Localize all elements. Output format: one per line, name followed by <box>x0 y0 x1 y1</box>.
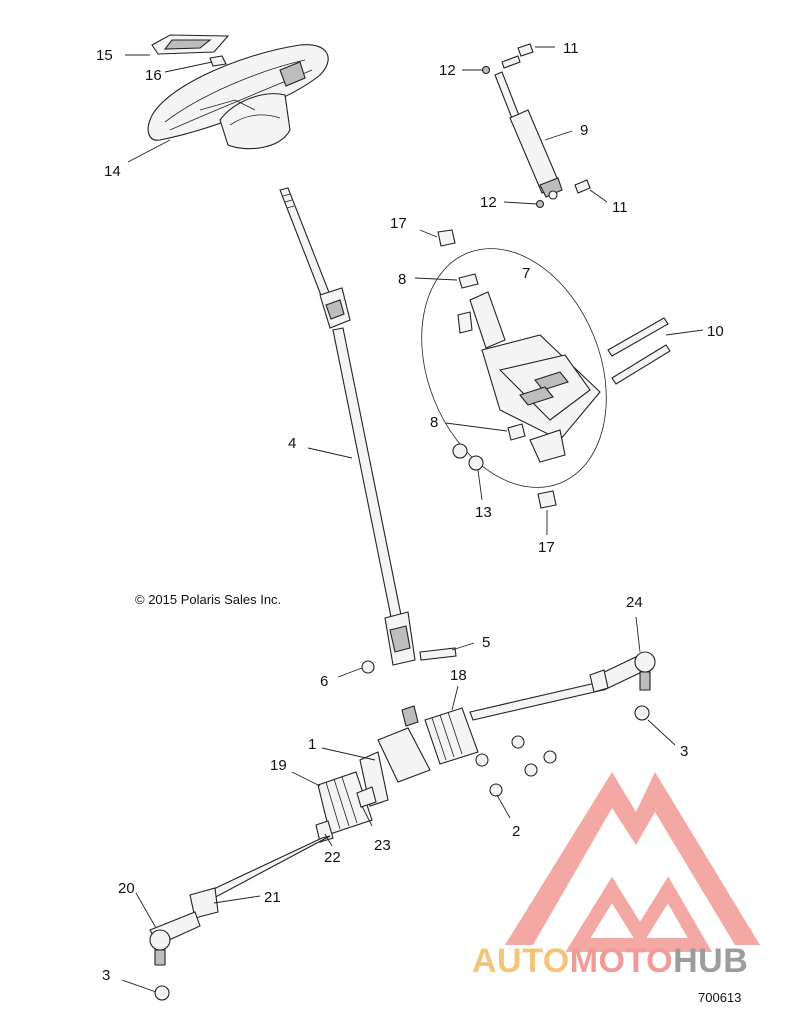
callout-8-upper: 8 <box>398 271 406 288</box>
steering-wheel <box>147 44 329 150</box>
tie-rod-end-right <box>597 651 656 691</box>
watermark-hub: HUB <box>673 942 748 980</box>
tie-rod-left <box>149 835 331 946</box>
watermark-auto: AUTO <box>472 942 570 980</box>
callout-14: 14 <box>104 163 121 180</box>
callout-8-lower: 8 <box>430 414 438 431</box>
spacer-upper <box>437 229 456 247</box>
damper-nut-upper <box>481 65 491 75</box>
callout-11-upper: 11 <box>563 40 579 57</box>
copyright-text: © 2015 Polaris Sales Inc. <box>135 592 281 607</box>
callout-21: 21 <box>264 889 281 906</box>
callout-13: 13 <box>475 504 492 521</box>
bracket-bolts <box>607 317 671 385</box>
callout-17-upper: 17 <box>390 215 407 232</box>
callout-labels: 15 16 14 11 12 9 12 11 17 7 8 10 8 13 17… <box>96 40 741 1005</box>
callout-4: 4 <box>288 435 296 452</box>
steering-damper <box>494 71 563 200</box>
bracket-bushing-lower <box>507 423 526 441</box>
callout-12-upper: 12 <box>439 62 456 79</box>
callout-3-left: 3 <box>102 967 110 984</box>
rack-boot-left <box>317 771 373 835</box>
callout-24: 24 <box>626 594 643 611</box>
damper-bolt-upper <box>501 43 534 69</box>
pinch-nut <box>361 660 375 674</box>
callout-9: 9 <box>580 122 588 139</box>
callout-23: 23 <box>374 837 391 854</box>
svg-text:AUTOMOTOHUB: AUTOMOTOHUB <box>472 942 748 980</box>
support-bracket-group-outline <box>421 248 607 488</box>
pinch-bolt <box>419 647 457 661</box>
callout-7: 7 <box>522 265 530 282</box>
support-bracket <box>457 291 601 463</box>
callout-15: 15 <box>96 47 113 64</box>
callout-12-lower: 12 <box>480 194 497 211</box>
leader-lines <box>121 46 704 993</box>
callout-11-lower: 11 <box>612 199 628 216</box>
tie-rod-end-left <box>149 929 171 966</box>
spacer-lower <box>537 490 557 509</box>
boot-clamp-right <box>356 786 377 808</box>
callout-22: 22 <box>324 849 341 866</box>
callout-17-lower: 17 <box>538 539 555 556</box>
cap-insert <box>209 55 227 67</box>
steering-shaft <box>279 187 416 666</box>
callout-6: 6 <box>320 673 328 690</box>
callout-16: 16 <box>145 67 162 84</box>
automotohub-watermark: AUTOMOTOHUB <box>472 772 760 980</box>
callout-18: 18 <box>450 667 467 684</box>
bracket-bushing-upper <box>458 273 479 289</box>
callout-10: 10 <box>707 323 724 340</box>
flange-nuts <box>452 443 484 471</box>
document-number: 700613 <box>698 990 741 1005</box>
callout-5: 5 <box>482 634 490 651</box>
callout-3-right: 3 <box>680 743 688 760</box>
rack-mount-nuts <box>475 735 557 797</box>
tie-rod-nut-right <box>634 705 650 721</box>
steering-wheel-cap <box>151 34 230 55</box>
watermark-logo-icon <box>505 772 760 952</box>
callout-2: 2 <box>512 823 520 840</box>
watermark-moto: MOTO <box>570 942 673 980</box>
callout-19: 19 <box>270 757 287 774</box>
jam-nut-right <box>589 669 609 693</box>
damper-bolt-lower <box>574 179 591 194</box>
damper-nut-lower <box>535 199 545 209</box>
rack-boot-right <box>424 707 479 765</box>
tie-rod-nut-left <box>154 985 170 1001</box>
steering-rack <box>359 681 604 807</box>
callout-1: 1 <box>308 736 316 753</box>
callout-20: 20 <box>118 880 135 897</box>
